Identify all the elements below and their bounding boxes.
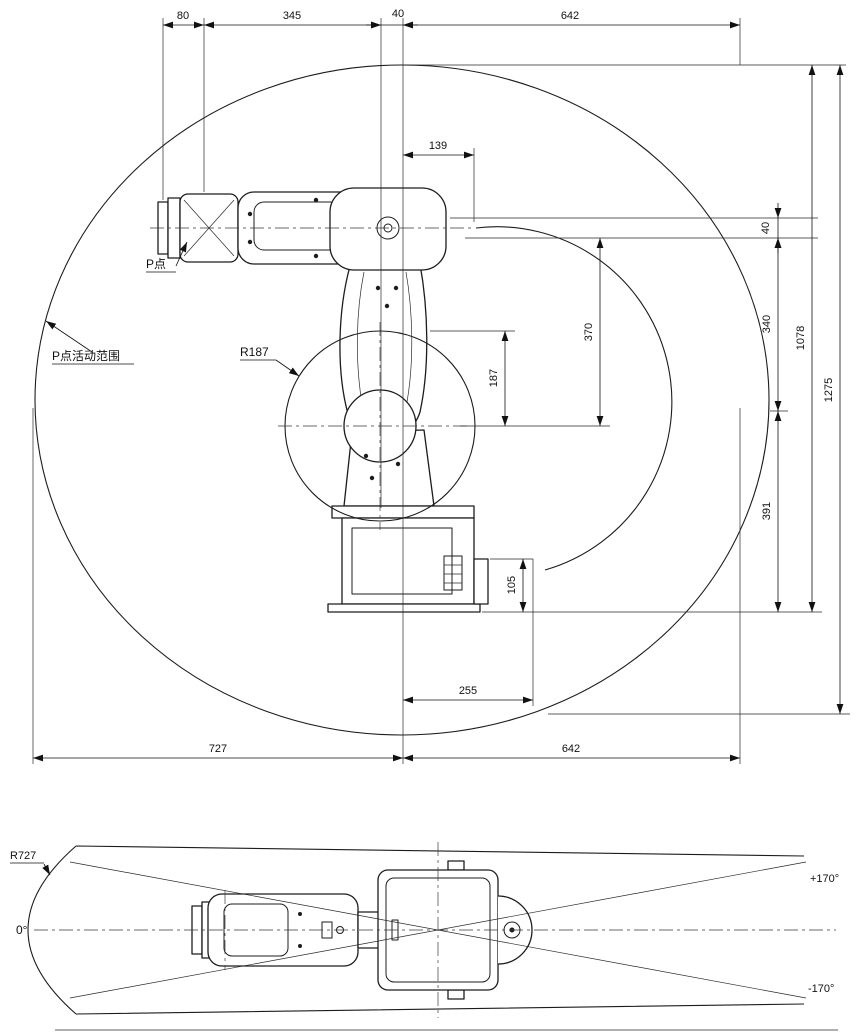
dim-642-top: 642 [403, 10, 740, 29]
dim-187: 187 [488, 331, 509, 426]
plus-170-label: +170° [810, 873, 839, 885]
dim-80-text: 80 [177, 10, 189, 22]
rotation-envelope-outline [27, 845, 805, 1015]
dim-255-text: 255 [459, 685, 477, 697]
dim-391: 391 [761, 411, 782, 612]
robot-base [327, 505, 489, 613]
r727-label: R727 [10, 850, 51, 876]
svg-text:R727: R727 [10, 850, 36, 862]
robot-side-view [157, 187, 489, 613]
dim-255: 255 [403, 685, 533, 704]
plan-centerlines [34, 842, 836, 1018]
dim-642-bottom-text: 642 [562, 743, 580, 755]
dim-40-right: 40 [760, 203, 782, 253]
svg-text:P点活动范围: P点活动范围 [52, 349, 120, 363]
dim-40-top: 40 [366, 8, 418, 29]
dim-642-top-text: 642 [561, 10, 579, 22]
dim-391-text: 391 [761, 502, 773, 520]
dim-1275: 1275 [823, 65, 844, 714]
elbow-centerlines [278, 322, 468, 530]
side-view: 80 345 40 642 139 40 340 [32, 8, 850, 764]
bolt-dots [247, 197, 401, 481]
dim-345-text: 345 [283, 10, 301, 22]
top-view: R727 0° +170° -170° [10, 842, 839, 1031]
extension-lines [32, 18, 850, 764]
minus-170-label: -170° [808, 983, 834, 995]
dim-727-text: 727 [209, 743, 227, 755]
dim-1078-text: 1078 [795, 326, 807, 350]
dim-139: 139 [403, 140, 474, 159]
dim-1078: 1078 [795, 65, 816, 612]
dim-187-text: 187 [488, 369, 500, 387]
dim-370-text: 370 [583, 323, 595, 341]
dim-105: 105 [506, 559, 527, 612]
svg-text:R187: R187 [240, 345, 269, 359]
zero-deg-label: 0° [16, 923, 28, 937]
dim-340-text: 340 [761, 315, 773, 333]
axis-extension-lines [380, 18, 404, 764]
shoulder-housing [329, 187, 447, 271]
p-range-label: P点活动范围 [45, 320, 134, 365]
dim-40-right-text: 40 [760, 222, 772, 234]
dim-340: 340 [761, 238, 782, 411]
dim-345: 345 [204, 10, 381, 29]
dim-80: 80 [163, 10, 204, 29]
dim-139-text: 139 [429, 140, 447, 152]
svg-text:P点: P点 [146, 257, 166, 271]
p-point-label: P点 [146, 241, 188, 273]
dim-1275-text: 1275 [823, 378, 835, 402]
dim-727-bottom: 727 [33, 743, 403, 762]
dim-105-text: 105 [506, 576, 518, 594]
r187-label: R187 [240, 345, 300, 377]
dim-40-top-text: 40 [392, 8, 404, 20]
p-range-envelope-circle [34, 64, 770, 736]
dim-370: 370 [583, 238, 604, 426]
dim-642-bottom: 642 [403, 743, 740, 762]
inner-range-arc [475, 226, 673, 571]
